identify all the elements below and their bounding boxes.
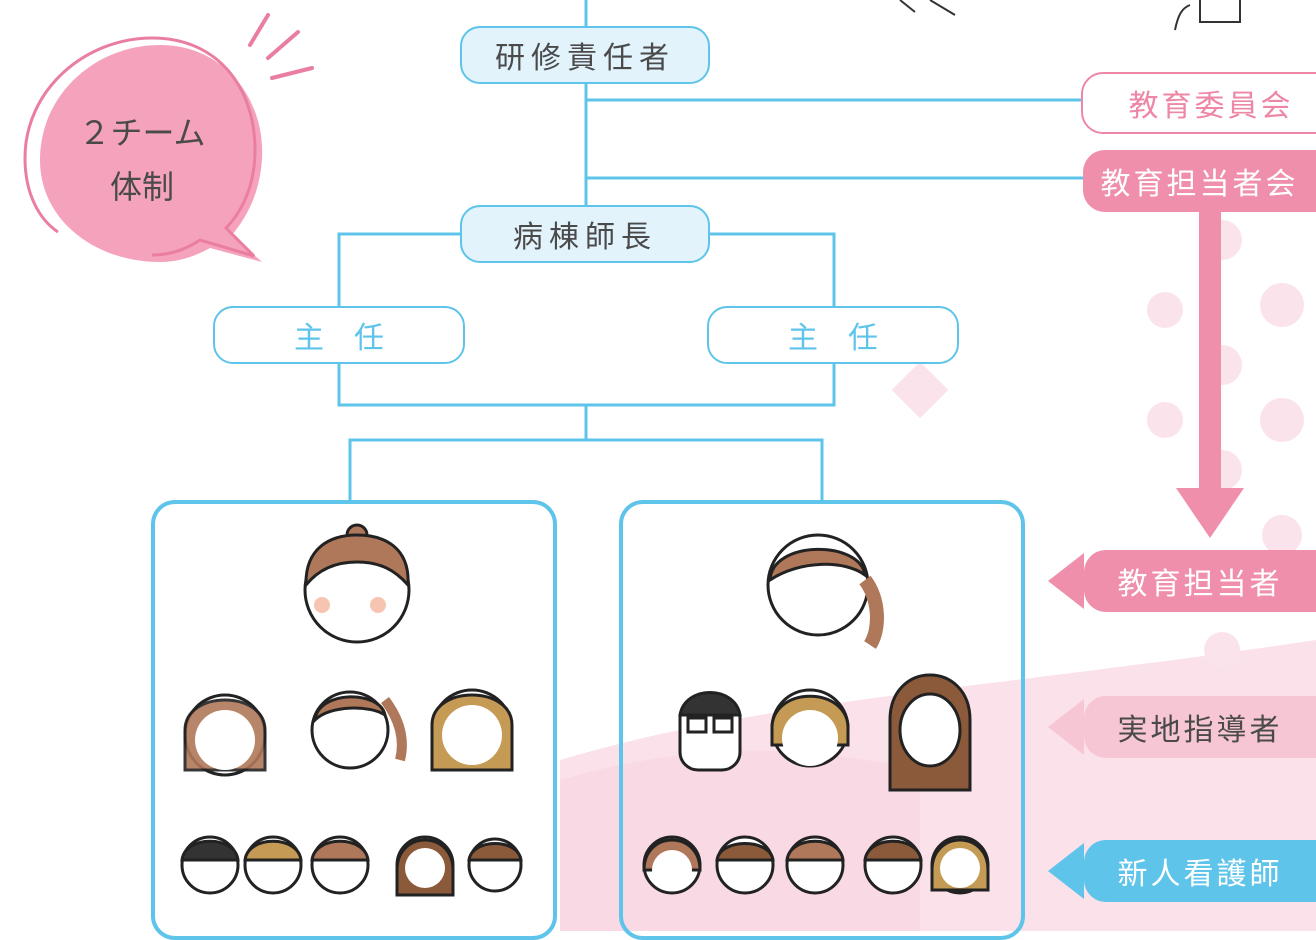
face-new-nurse-right-5 xyxy=(930,835,990,895)
face-new-nurse-right-1 xyxy=(642,835,702,895)
face-new-nurse-left-2 xyxy=(243,835,303,895)
face-instructor-right-1 xyxy=(678,691,742,772)
node-chief-right: 主 任 xyxy=(707,306,959,364)
team-frame-left xyxy=(151,500,557,940)
label-education-committee: 教育委員会 xyxy=(1081,72,1316,134)
node-ward-head-nurse: 病棟師長 xyxy=(460,205,710,263)
face-instructor-left-3 xyxy=(430,688,514,772)
node-training-manager: 研修責任者 xyxy=(460,26,710,84)
face-new-nurse-right-3 xyxy=(785,835,845,895)
faces-left-team xyxy=(180,523,523,897)
arrow-head-practical-instructor xyxy=(1048,699,1084,755)
sketch-line xyxy=(1174,0,1241,31)
label-education-staff-meeting: 教育担当者会 xyxy=(1083,150,1316,212)
badge-line-1: ２チーム xyxy=(78,114,206,152)
label-new-nurse: 新人看護師 xyxy=(1084,840,1316,902)
face-instructor-right-2 xyxy=(770,688,850,768)
team-frame-right xyxy=(619,500,1025,940)
face-new-nurse-left-5 xyxy=(467,837,523,893)
face-education-staff-left xyxy=(303,523,411,644)
speech-bubble-badge xyxy=(23,36,263,262)
face-new-nurse-left-4 xyxy=(395,835,455,897)
face-new-nurse-left-1 xyxy=(180,835,240,895)
arrow-head-education-staff xyxy=(1048,553,1084,609)
face-new-nurse-right-2 xyxy=(715,835,775,895)
label-education-staff: 教育担当者 xyxy=(1084,550,1316,612)
face-new-nurse-right-4 xyxy=(863,835,923,895)
node-chief-left: 主 任 xyxy=(213,306,465,364)
face-new-nurse-left-3 xyxy=(310,835,370,895)
sketch-line xyxy=(899,0,956,16)
face-instructor-left-1 xyxy=(183,693,267,777)
label-practical-instructor: 実地指導者 xyxy=(1084,696,1316,758)
emphasis-marks xyxy=(248,13,314,80)
face-instructor-right-3 xyxy=(888,673,972,792)
badge-line-2: 体制 xyxy=(109,168,174,206)
connector-lines xyxy=(337,0,1083,503)
face-education-staff-right xyxy=(766,533,884,649)
pink-down-arrow xyxy=(1176,212,1244,538)
arrow-head-new-nurse xyxy=(1048,843,1084,899)
faces-right-team xyxy=(642,533,990,895)
face-instructor-left-2 xyxy=(310,690,407,770)
